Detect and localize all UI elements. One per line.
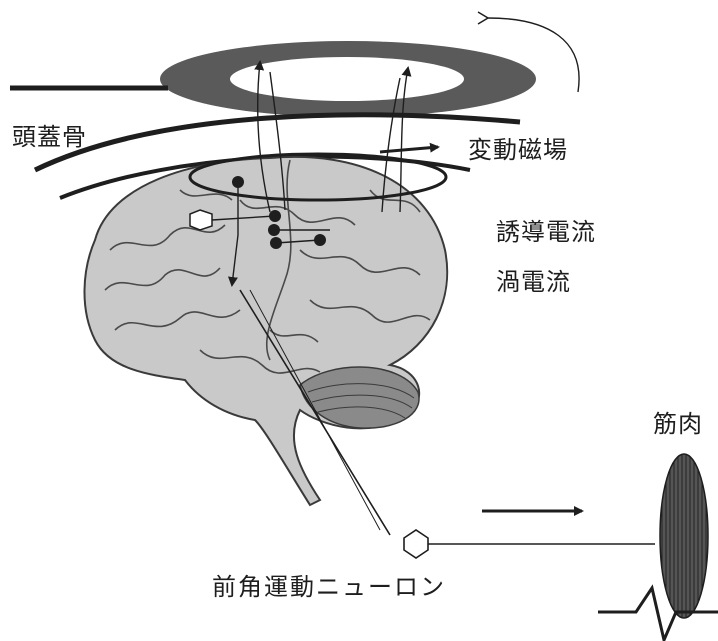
muscle-fiber [660, 454, 708, 618]
label-skull: 頭蓋骨 [12, 117, 87, 152]
anterior-horn-neuron [404, 530, 655, 558]
label-changing-magnetic-field: 変動磁場 [468, 130, 568, 165]
label-anterior-horn-motor-neuron: 前角運動ニューロン [212, 567, 446, 602]
label-muscle: 筋肉 [653, 404, 703, 439]
stimulation-coil [10, 41, 536, 117]
label-eddy-current: 渦電流 [496, 262, 571, 297]
label-induced-current: 誘導電流 [496, 212, 596, 247]
